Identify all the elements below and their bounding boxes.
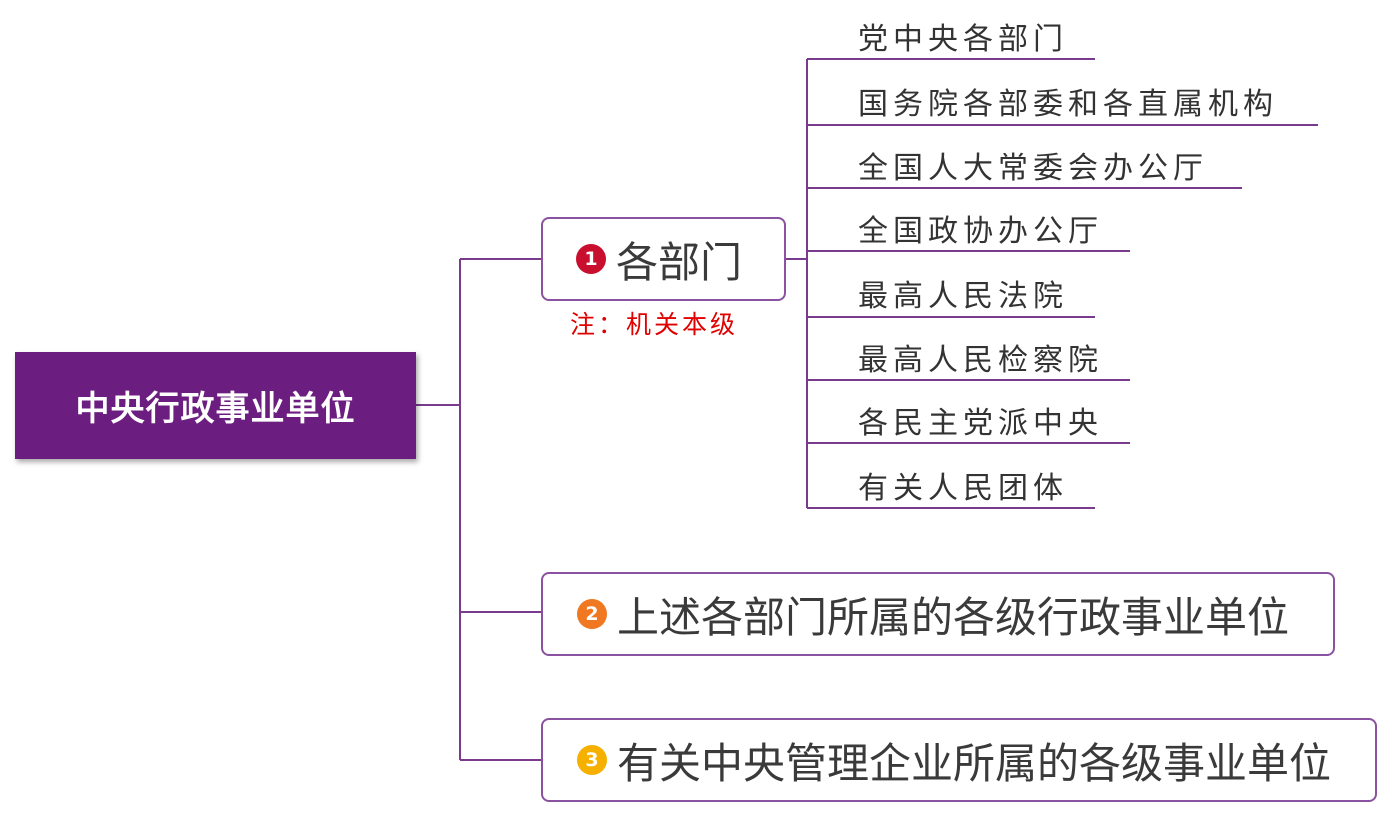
leaf-item: 有关人民团体: [858, 471, 1068, 506]
leaf-item: 全国政协办公厅: [858, 214, 1103, 249]
leaf-item: 全国人大常委会办公厅: [858, 151, 1208, 186]
leaf-item: 党中央各部门: [858, 22, 1068, 57]
leaf-item: 最高人民法院: [858, 279, 1068, 314]
root-label: 中央行政事业单位: [75, 389, 356, 429]
branch-node-2: 2 上述各部门所属的各级行政事业单位: [541, 572, 1335, 656]
number-badge-1: 1: [576, 244, 606, 274]
root-node: 中央行政事业单位: [15, 352, 416, 459]
leaf-item: 国务院各部委和各直属机构: [858, 87, 1278, 122]
branch-label-2: 上述各部门所属的各级行政事业单位: [617, 592, 1290, 642]
branch-label-3: 有关中央管理企业所属的各级事业单位: [617, 738, 1332, 788]
branch-label-1: 各部门: [616, 237, 743, 287]
number-badge-2: 2: [577, 599, 607, 629]
branch-node-3: 3 有关中央管理企业所属的各级事业单位: [541, 718, 1377, 802]
leaf-item: 各民主党派中央: [858, 406, 1103, 441]
branch-node-1: 1 各部门: [541, 217, 786, 301]
branch-note: 注：机关本级: [570, 310, 739, 339]
number-badge-3: 3: [577, 745, 607, 775]
leaf-item: 最高人民检察院: [858, 343, 1103, 378]
